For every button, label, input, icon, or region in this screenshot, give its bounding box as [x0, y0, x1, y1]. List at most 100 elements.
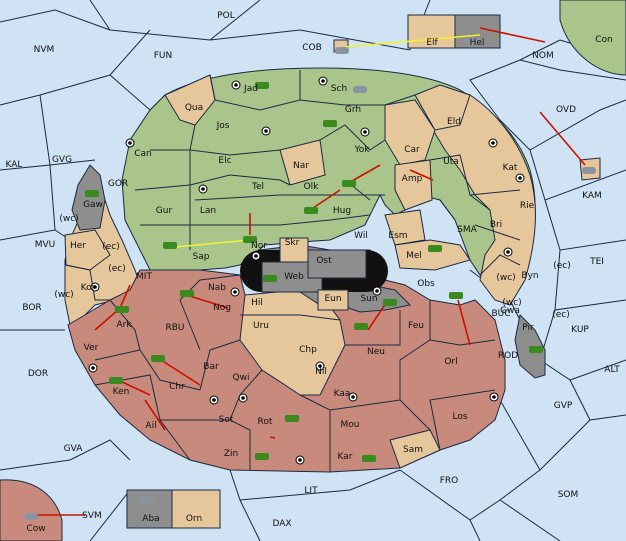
region-tan-mel: [394, 239, 471, 271]
province-label: Rie: [520, 201, 535, 211]
province-label: Amp: [402, 174, 423, 184]
province-label: Wil: [354, 231, 368, 241]
province-label: Ost: [316, 256, 332, 266]
army-unit: [115, 306, 129, 313]
fleet-unit: [582, 167, 596, 174]
fleet-unit: [140, 497, 154, 504]
region-tan-orn: [171, 489, 221, 529]
sea-region-label: ROD: [498, 351, 518, 361]
province-label: Los: [452, 412, 467, 422]
province-label: Qwi: [233, 373, 250, 383]
coast-label: (wc): [502, 298, 521, 308]
province-label: Ken: [113, 387, 130, 397]
sea-region-label: TEI: [589, 257, 604, 267]
province-label: Chr: [169, 382, 185, 392]
province-label: Aba: [142, 514, 159, 524]
sea-region-label: FUN: [154, 51, 173, 61]
sea-region-label: SOM: [558, 490, 579, 500]
region-tan-north-1: [164, 74, 216, 126]
sea-region-label: POL: [217, 11, 235, 21]
province-label: Hel: [470, 38, 485, 48]
sea-region-label: GVP: [554, 401, 573, 411]
province-label: Qua: [185, 103, 203, 113]
army-unit: [243, 236, 257, 243]
sea-region-label: COB: [302, 43, 322, 53]
province-label: Olk: [304, 182, 320, 192]
army-unit: [529, 346, 543, 353]
region-tan-eun: [317, 289, 349, 311]
supply-centers: [88, 76, 525, 465]
region-gray-aba: [126, 489, 173, 529]
province-label: Car: [404, 145, 420, 155]
army-unit: [85, 190, 99, 197]
coast-label: (ec): [552, 310, 570, 320]
coast-label: (ec): [553, 261, 571, 271]
army-unit: [163, 242, 177, 249]
army-unit: [354, 323, 368, 330]
province-label: Web: [284, 272, 304, 282]
province-label: Kaa: [334, 389, 351, 399]
sea-region-label: SVM: [82, 511, 102, 521]
province-label: Gwa: [500, 306, 520, 316]
region-gray-gaw: [71, 164, 106, 231]
fleet-unit: [24, 513, 38, 520]
sea-region-label: MIT: [136, 272, 152, 282]
fleet-unit: [335, 47, 349, 54]
region-tan-nar: [279, 139, 326, 186]
province-label: Sch: [331, 84, 347, 94]
province-label: Tel: [251, 182, 264, 192]
province-label: Neu: [367, 347, 385, 357]
army-unit: [151, 355, 165, 362]
units: [24, 38, 596, 520]
province-label: Yok: [353, 145, 370, 155]
province-label: Cow: [26, 524, 45, 534]
sea-region-label: LIT: [304, 486, 318, 496]
province-label: Orl: [444, 357, 457, 367]
province-label: Can: [134, 149, 152, 159]
province-label: Nor: [251, 241, 267, 251]
province-label: Eld: [447, 117, 461, 127]
sea-region-label: Con: [595, 35, 613, 45]
province-label: Byn: [521, 271, 538, 281]
province-label: Feu: [408, 321, 424, 331]
province-label: Sot: [219, 415, 234, 425]
coast-label: (ec): [102, 242, 120, 252]
sea-region-label: GOR: [108, 179, 128, 189]
region-tan-amp: [394, 159, 433, 211]
province-label: Elc: [218, 156, 231, 166]
sea-region-label: BOR: [22, 303, 41, 313]
province-label: Bri: [490, 220, 502, 230]
province-label: Ail: [145, 421, 156, 431]
province-label: Nil: [315, 367, 327, 377]
army-unit: [323, 120, 337, 127]
coast-label: (wc): [59, 214, 78, 224]
province-label: Kar: [338, 452, 353, 462]
army-unit: [304, 207, 318, 214]
province-label: Orn: [186, 514, 202, 524]
order-arrows: [35, 27, 586, 516]
army-unit: [449, 292, 463, 299]
sea-region-label: GVG: [52, 155, 72, 165]
army-unit: [255, 453, 269, 460]
fleet-unit: [466, 38, 480, 45]
army-unit: [362, 455, 376, 462]
province-label: Jad: [243, 84, 258, 94]
fleet-unit: [353, 86, 367, 93]
province-label: Her: [70, 241, 86, 251]
sea-region-label: KUP: [571, 325, 589, 335]
sea-region-label: RBU: [165, 323, 184, 333]
sea-region-label: KAL: [6, 160, 23, 170]
province-label: Eun: [324, 294, 341, 304]
coast-label-group: (wc)(ec)(ec)(wc)(wc)(ec)(wc)(ec): [54, 214, 570, 320]
sea-region-label: ALT: [604, 365, 620, 375]
province-label: Elf: [426, 38, 438, 48]
region-tan-elf: [407, 14, 456, 49]
army-unit: [263, 275, 277, 282]
province-label: Nab: [208, 283, 226, 293]
province-label: Ark: [116, 320, 132, 330]
region-gray-ost: [307, 249, 367, 279]
army-unit: [428, 245, 442, 252]
